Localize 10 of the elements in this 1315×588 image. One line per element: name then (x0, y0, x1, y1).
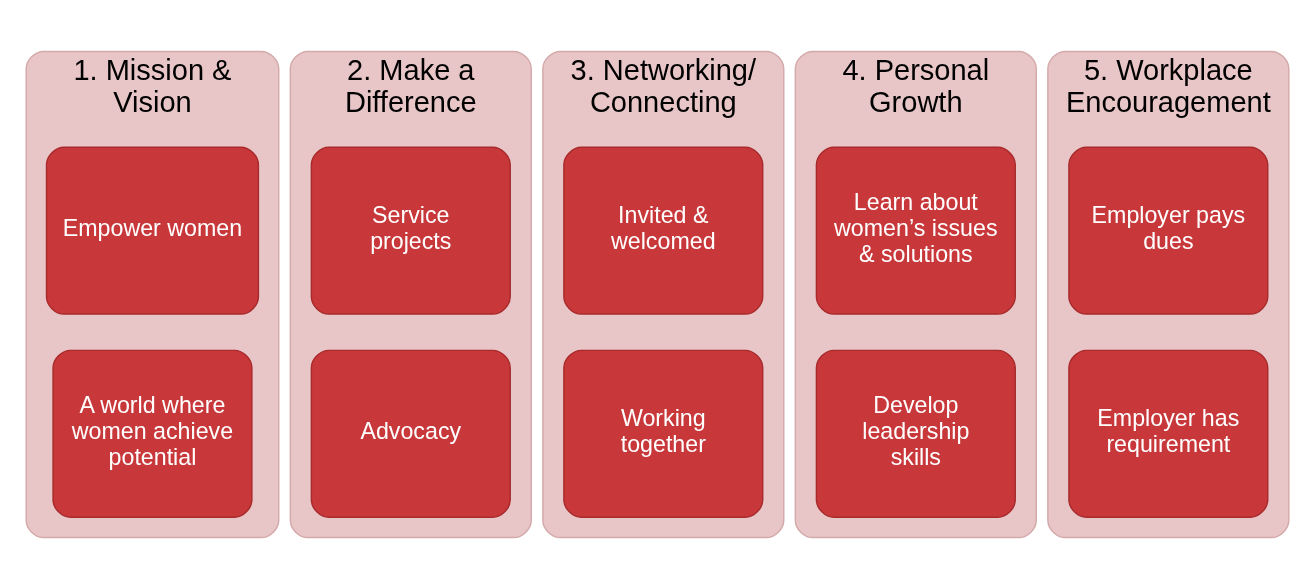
node-box: Empower women (45, 145, 260, 315)
node-box: Develop leadership skills (815, 349, 1016, 518)
node-box: Learn about women’s issues & solutions (815, 145, 1016, 315)
node-box: Advocacy (310, 349, 511, 518)
node-box: Service projects (310, 145, 511, 315)
node-box: Invited & welcomed (563, 145, 764, 315)
node-box: Employer pays dues (1068, 145, 1269, 315)
node-box: Employer has requirement (1068, 349, 1269, 518)
node-box: A world where women achieve potential (52, 349, 253, 518)
node-box: Working together (563, 349, 764, 518)
